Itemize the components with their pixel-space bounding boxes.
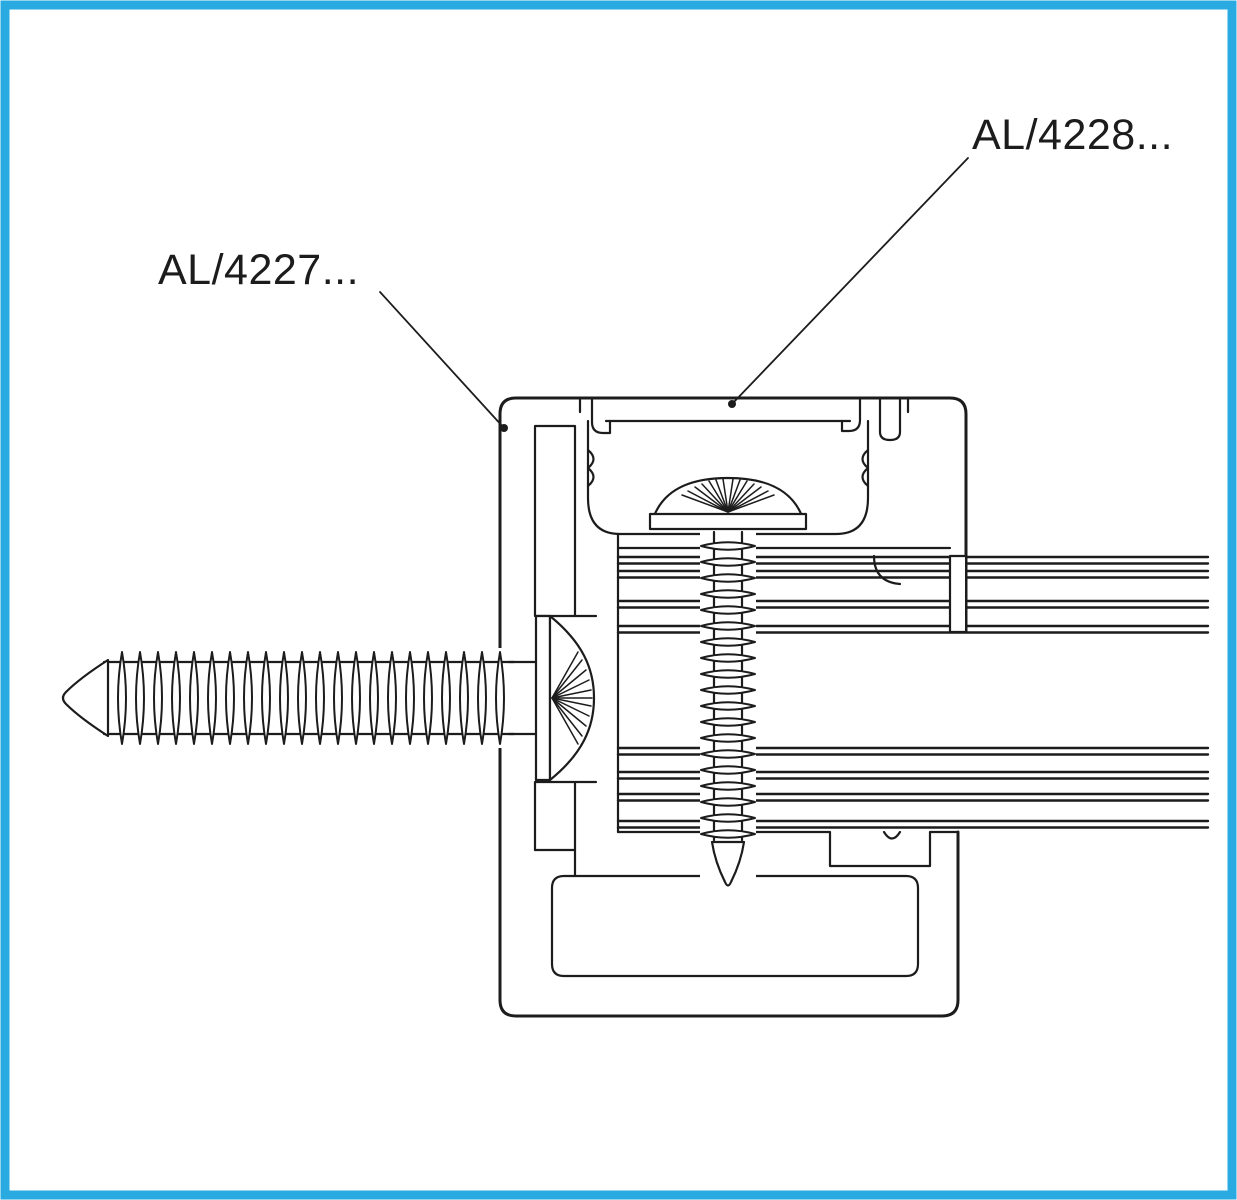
leader-line-al4228 <box>731 157 969 405</box>
cap-profile-al4228 <box>578 396 968 634</box>
panel-bottom-skin-lines <box>616 746 1210 829</box>
horizontal-screw-neck <box>507 660 540 736</box>
panel-section-lines <box>616 555 1210 829</box>
leader-dot-al4228 <box>728 400 736 408</box>
cap-right-clip-hook <box>840 396 862 433</box>
vertical-screw <box>648 476 808 888</box>
cap-right-flange <box>948 554 968 634</box>
vertical-screw-washer <box>648 512 808 531</box>
cap-right-serration <box>861 448 870 488</box>
horizontal-screw-flange <box>534 614 552 782</box>
vertical-screw-head-dome <box>652 476 804 518</box>
leader-line-al4227 <box>379 291 505 429</box>
horizontal-screw-tip <box>61 658 110 738</box>
panel-top-skin-lines <box>616 555 1210 634</box>
profile-left-channel-walls <box>533 424 598 852</box>
cap-left-clip-hook <box>590 396 612 435</box>
cap-right-flange-mask <box>951 557 965 631</box>
leader-dot-al4227 <box>500 424 508 432</box>
profile-bottom-box-inner-cavity <box>550 874 920 978</box>
vertical-screw-tip <box>710 840 746 887</box>
horizontal-screw <box>58 614 596 782</box>
callouts: AL/4227... AL/4228... <box>158 111 1173 432</box>
label-al4227: AL/4227... <box>158 246 359 294</box>
vertical-screw-drive-starburst <box>681 478 775 513</box>
cap-right-pocket <box>878 396 910 442</box>
profile-bottom-box-top-edge <box>616 830 960 868</box>
drawing-linework: AL/4227... AL/4228... <box>58 111 1210 1018</box>
horizontal-screw-drive-starburst <box>551 651 593 745</box>
profile-step-notch <box>533 848 577 878</box>
cap-screw-channel-arc <box>872 554 902 586</box>
cap-left-serration <box>586 448 595 488</box>
label-al4228: AL/4228... <box>972 111 1173 159</box>
